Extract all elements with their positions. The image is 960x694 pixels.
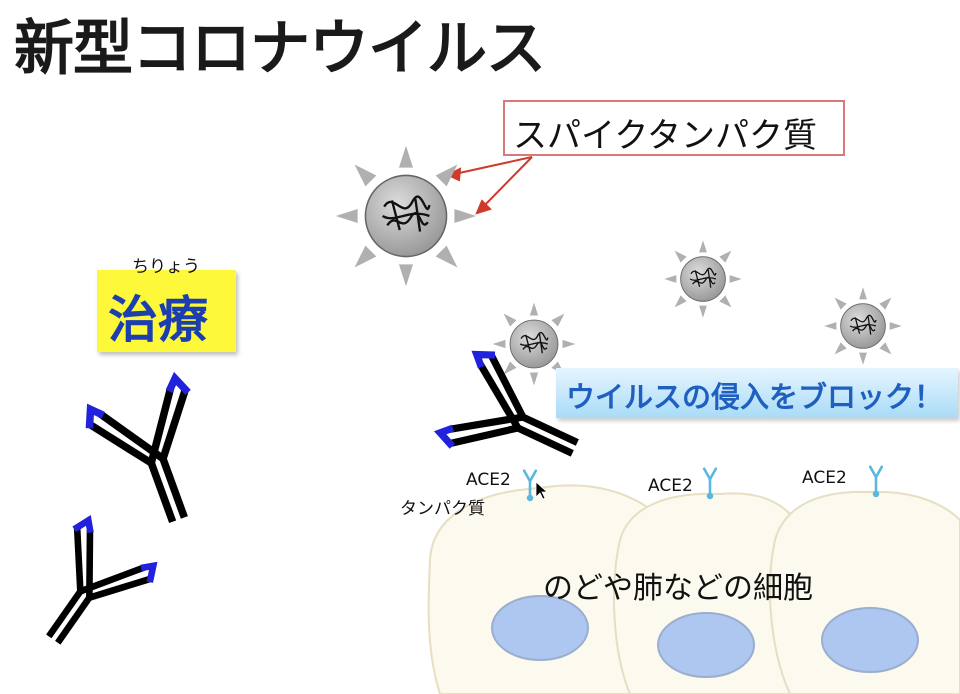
virus-icon: [664, 240, 741, 317]
nucleus-icon: [822, 608, 918, 672]
slide-title: 新型コロナウイルス: [14, 0, 545, 87]
spike-protein-label: スパイクタンパク質: [513, 108, 817, 157]
antibody-icon: [83, 376, 227, 538]
block-label: ウイルスの侵入をブロック！: [566, 374, 943, 416]
cells-label: のどや肺などの細胞: [543, 563, 813, 607]
treatment-label: 治療: [108, 280, 208, 352]
callout-arrows: [448, 157, 532, 213]
virus-icon: [824, 287, 901, 364]
ace2-label: ACE2: [802, 468, 847, 488]
ace2-protein-label: タンパク質: [400, 494, 485, 519]
virus-icon: [336, 146, 476, 286]
treatment-furigana: ちりょう: [132, 252, 200, 277]
ace2-label: ACE2: [466, 470, 511, 490]
antibody-icon: [15, 517, 158, 666]
ace2-label: ACE2: [648, 476, 693, 496]
nucleus-icon: [658, 613, 754, 677]
